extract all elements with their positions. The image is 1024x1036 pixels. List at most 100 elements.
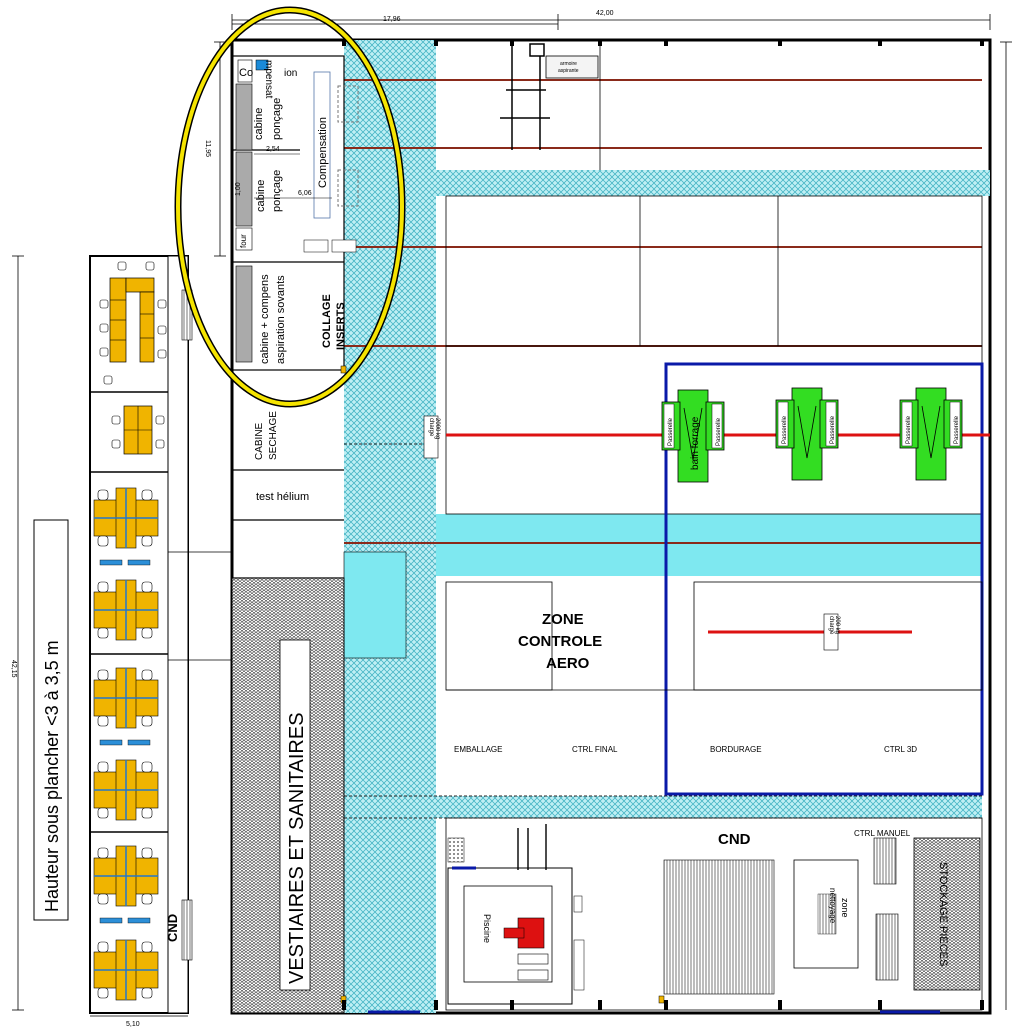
dim-left-height: 42,15	[10, 660, 17, 678]
ctrl-manuel-rack-1	[873, 837, 897, 885]
column-mark	[980, 40, 984, 46]
piscine-label: Piscine	[482, 914, 492, 943]
ctrl-manuel-label: CTRL MANUEL	[854, 829, 911, 838]
column-mark	[664, 40, 668, 46]
cnd-area	[445, 817, 983, 1011]
desk-cluster	[93, 939, 159, 1001]
lower-zones	[445, 581, 983, 691]
height-note: Hauteur sous plancher <3 à 3,5 m	[42, 640, 62, 912]
desk-cluster	[93, 579, 159, 641]
stockage-area	[913, 837, 981, 991]
collage-label-a: COLLAGE	[321, 294, 333, 348]
vestiaires-label-box	[279, 639, 311, 991]
small-unit-1	[303, 239, 329, 253]
four-box	[235, 227, 253, 251]
zone-controle-c: AERO	[546, 655, 590, 672]
cabine-compens-b: aspiration sovants	[275, 275, 287, 364]
passerelle-label: Passerelle	[782, 415, 788, 444]
stockage-label: STOCKAGE PIECES	[937, 862, 949, 966]
ion-label: ion	[284, 68, 297, 79]
emballage-label: EMBALLAGE	[454, 745, 502, 754]
armoire-label-a: armoire	[560, 61, 577, 67]
column-mark	[598, 1000, 602, 1010]
desk-cluster	[93, 845, 159, 924]
left-dimension-lines	[12, 41, 226, 1017]
column-mark	[878, 40, 882, 46]
column-mark	[980, 1000, 984, 1010]
dim-top-total: 42,00	[596, 10, 614, 17]
dashed-b	[337, 169, 359, 207]
dim-606: 6,06	[298, 190, 312, 197]
column-mark	[434, 40, 438, 46]
cabine-poncage-2a: cabine	[255, 180, 267, 212]
dim-top-left: 17,96	[383, 16, 401, 23]
desk-cluster	[93, 759, 159, 821]
armoire-box	[545, 55, 599, 79]
charge-200-label-b: 200 kg	[834, 616, 840, 634]
grey-bench-2	[235, 151, 253, 227]
column-mark	[664, 1000, 668, 1010]
crane-rails	[344, 79, 982, 544]
cabine-compens-a: cabine + compens	[259, 274, 271, 364]
charge-2000-tag	[423, 415, 439, 459]
cnd-office-label: CND	[165, 914, 180, 942]
ctrl-manuel-rack-2	[875, 913, 899, 981]
column-mark	[598, 40, 602, 46]
passerelle-label: Passerelle	[716, 417, 722, 446]
passerelle-label: Passerelle	[668, 417, 674, 446]
passerelle-label: Passerelle	[906, 415, 912, 444]
armoire-label-b: aspirante	[558, 68, 579, 74]
right-dimension-lines	[1000, 41, 1012, 1010]
zone-nettoyage-grid	[817, 893, 837, 935]
column-mark	[342, 40, 346, 46]
collage-label-b: INSERTS	[335, 302, 347, 350]
column-mark	[878, 1000, 882, 1010]
cnd-tracks	[517, 824, 547, 870]
ctrl-final-label: CTRL FINAL	[572, 745, 618, 754]
vestiaires-label: VESTIAIRES ET SANITAIRES	[286, 712, 308, 984]
cnd-main-label: CND	[718, 831, 751, 848]
zone-controle-b: CONTROLE	[518, 633, 602, 650]
aisle-vertical-solid	[343, 551, 407, 659]
cabine-poncage-1a: cabine	[253, 108, 265, 140]
highlight-ellipse-inner	[176, 8, 404, 406]
grey-bench-3	[235, 265, 253, 363]
control-zone-box	[664, 362, 984, 796]
zone-nettoyage-a: zone	[840, 898, 850, 918]
co-box	[237, 59, 253, 83]
zone-controle-a: ZONE	[542, 611, 584, 628]
green-machines: Passerelle Passerelle Passerelle Passerelle…	[661, 387, 963, 483]
meeting-table	[99, 261, 167, 385]
office-desks-small	[111, 405, 165, 455]
test-helium-label: test hélium	[256, 491, 309, 503]
building-outline	[230, 38, 992, 1015]
co-label: Co	[239, 67, 253, 79]
column-mark	[778, 40, 782, 46]
aisle-horizontal-2	[436, 514, 982, 576]
ducting	[500, 43, 550, 150]
grey-bench-1	[235, 83, 253, 151]
door-marks	[340, 365, 665, 1004]
piscine-block	[447, 837, 585, 1005]
green-machine: Passerelle Passerelle	[661, 389, 725, 483]
zone-nettoyage-b: nettoyage	[828, 888, 837, 924]
column-mark	[342, 1000, 346, 1010]
charge-2000-label-a: charge	[428, 418, 434, 437]
office-strip	[89, 255, 232, 1014]
aisle-horizontal-1	[436, 170, 990, 196]
passerelle-label: Passerelle	[954, 415, 960, 444]
dim-bottom-left: 5,10	[126, 1021, 140, 1028]
green-machine: Passerelle Passerelle	[899, 387, 963, 481]
dim-254: 2,54	[266, 146, 280, 153]
cabine-sechage-b: SECHAGE	[268, 411, 279, 460]
mpensat-label: mpensat	[263, 60, 274, 99]
four-label: four	[239, 234, 248, 248]
column-mark	[778, 1000, 782, 1010]
top-dimension-lines	[231, 14, 991, 30]
charge-200-tag	[823, 613, 839, 651]
dim-100: 1,00	[235, 182, 242, 196]
height-note-box	[33, 519, 69, 921]
cabine-sechage-a: CABINE	[254, 422, 265, 460]
